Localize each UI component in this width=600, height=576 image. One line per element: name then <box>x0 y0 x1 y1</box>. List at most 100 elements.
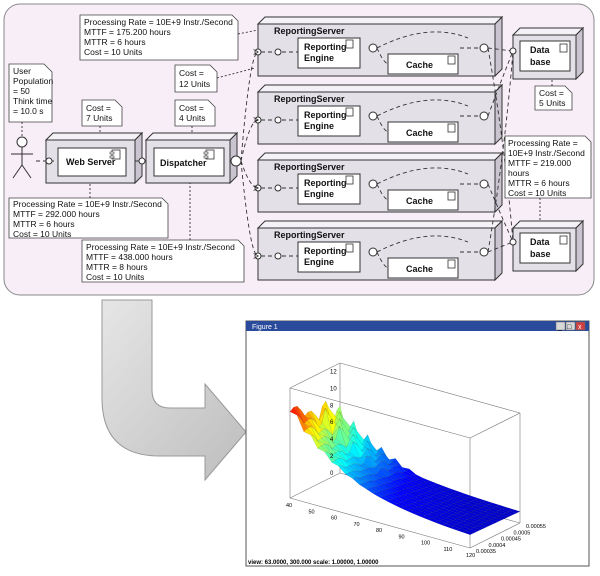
surface-mesh <box>289 400 521 535</box>
z-tick-label: 10 <box>330 386 337 392</box>
database-label: Data <box>530 45 551 55</box>
component-icon <box>447 123 456 133</box>
user-note-line: = 10.0 s <box>13 106 43 116</box>
window-title: Figure 1 <box>252 324 278 331</box>
spec-line: 10E+9 Instr./Second <box>508 148 585 158</box>
database-node-1: Data base <box>509 26 585 81</box>
reporting-server-title: ReportingServer <box>274 230 345 240</box>
reporting-server-title: ReportingServer <box>274 94 345 104</box>
component-icon <box>345 39 354 49</box>
component-icon <box>109 149 121 160</box>
window-titlebar <box>246 321 589 331</box>
z-tick-label: 4 <box>330 437 334 443</box>
dispatcher-links <box>240 52 258 256</box>
spec-line: Processing Rate = 10E+9 Instr./Second <box>84 17 233 27</box>
cache-label: Cache <box>406 128 433 138</box>
dispatcher-spec-note: Processing Rate = 10E+9 Instr./Second MT… <box>81 239 245 283</box>
x-tick-label: 50 <box>309 509 315 515</box>
user-actor-icon <box>11 136 33 179</box>
component-icon <box>345 243 354 253</box>
x-tick-label: 100 <box>421 541 430 547</box>
cache-label: Cache <box>406 60 433 70</box>
database-spec-note: Processing Rate = 10E+9 Instr./Second MT… <box>504 135 592 199</box>
dispatcher-label: Dispatcher <box>160 158 207 168</box>
z-tick-label: 6 <box>330 420 334 426</box>
status-bar: view: 63.0000, 300.000 scale: 1.00000, 1… <box>248 560 379 566</box>
user-note-line: Population <box>13 76 53 86</box>
component-icon <box>447 191 456 201</box>
cost-line: Cost = <box>539 88 564 98</box>
close-button[interactable] <box>575 321 586 331</box>
dispatcher-node: Dispatcher <box>144 131 239 185</box>
z-tick-label: 0 <box>330 471 334 477</box>
x-tick-label: 80 <box>376 528 382 534</box>
cache-label: Cache <box>406 196 433 206</box>
spec-line: MTTR = 6 hours <box>13 219 75 229</box>
database-label: Data <box>530 237 551 247</box>
user-note-line: = 50 <box>13 86 30 96</box>
minimize-button[interactable] <box>555 321 566 331</box>
database-node-2: Data base <box>509 219 585 273</box>
figure-window: Figure 1 _ □ x view: 63.0000, 300.000 sc… <box>245 320 590 567</box>
x-tick-label: 120 <box>466 553 475 559</box>
spec-line: MTTR = 6 hours <box>84 37 146 47</box>
maximize-button[interactable] <box>565 321 576 331</box>
spec-line: MTTF = 219.000 <box>508 158 571 168</box>
cache-component <box>387 257 459 279</box>
cost-line: 5 Units <box>539 98 565 108</box>
database-label: base <box>530 249 551 259</box>
web-server-cost-note: Cost = 7 Units <box>81 99 123 127</box>
y-tick-label: 0.00035 <box>476 549 496 555</box>
cost-line: 12 Units <box>179 79 210 89</box>
x-tick-label: 60 <box>331 516 337 522</box>
spec-line: Processing Rate = <box>508 138 578 148</box>
reporting-engine-label: Reporting <box>304 246 347 256</box>
reporting-servers-group: ReportingServerReportingEngineCacheRepor… <box>240 15 514 282</box>
y-tick-label: 0.0005 <box>514 530 531 536</box>
x-tick-label: 40 <box>286 503 292 509</box>
reporting-engine-label: Reporting <box>304 178 347 188</box>
component-icon <box>203 149 215 160</box>
y-tick-label: 0.00045 <box>501 537 521 543</box>
spec-line: MTTR = 8 hours <box>86 262 148 272</box>
minimize-icon: _ <box>557 324 562 331</box>
web-server-spec-note: Processing Rate = 10E+9 Instr./Second MT… <box>8 197 169 239</box>
cost-line: 4 Units <box>179 113 205 123</box>
user-population-note: User Population = 50 Think time = 10.0 s <box>8 63 53 123</box>
component-icon <box>559 43 568 53</box>
cache-component <box>387 189 459 211</box>
database-label: base <box>530 57 551 67</box>
reporting-engine-label: Reporting <box>304 42 347 52</box>
component-icon <box>345 107 354 117</box>
component-icon <box>447 259 456 269</box>
y-tick-label: 0.00055 <box>526 524 546 530</box>
reporting-server-title: ReportingServer <box>274 162 345 172</box>
reporting-engine-label: Reporting <box>304 110 347 120</box>
spec-line: MTTR = 6 hours <box>508 178 570 188</box>
reporting-engine-label: Engine <box>304 189 334 199</box>
y-tick-label: 0.0004 <box>489 543 506 549</box>
database-cost-note: Cost = 5 Units <box>534 85 573 111</box>
cost-line: Cost = <box>179 103 204 113</box>
x-tick-label: 70 <box>354 522 360 528</box>
cache-component <box>387 53 459 75</box>
surface-plot: 0246810124050607080901001101200.000350.0… <box>286 362 546 559</box>
x-tick-label: 110 <box>444 547 453 553</box>
maximize-icon: □ <box>567 324 572 331</box>
z-tick-label: 2 <box>330 454 334 460</box>
reporting-engine-label: Engine <box>304 257 334 267</box>
component-icon <box>447 55 456 65</box>
cost-line: Cost = <box>86 103 111 113</box>
component-icon <box>345 175 354 185</box>
spec-line: hours <box>508 168 529 178</box>
spec-line: Cost = 10 Units <box>84 47 142 57</box>
flow-arrow-icon <box>101 299 247 482</box>
cost-line: Cost = <box>179 68 204 78</box>
reporting-server-cost-note: Cost = 12 Units <box>174 64 218 93</box>
